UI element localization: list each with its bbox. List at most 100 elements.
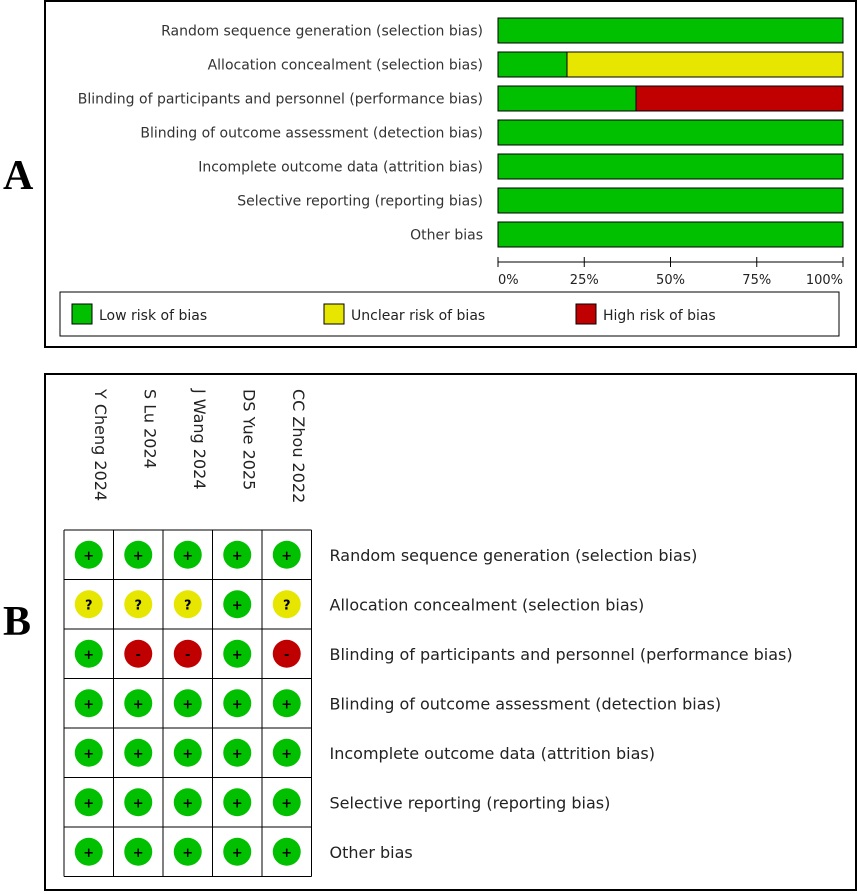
judgement-symbol: + [182,549,193,564]
risk-judgement-low [223,738,252,767]
judgement-symbol: + [232,747,243,762]
risk-judgement-low [124,837,153,866]
study-label: CC Zhou 2022 [289,389,308,503]
risk-judgement-unclear [74,590,103,619]
judgement-symbol: + [133,747,144,762]
panel-a-label: A [3,153,34,199]
legend-label: Unclear risk of bias [351,308,485,324]
risk-judgement-low [223,639,252,668]
bar-low-risk-of-bias [497,119,844,146]
judgement-symbol: + [83,796,94,811]
risk-judgement-high [173,639,202,668]
judgement-symbol: + [232,598,243,613]
bar-unclear-risk-of-bias [566,51,844,78]
judgement-symbol: + [133,697,144,712]
category-label: Selective reporting (reporting bias) [237,194,483,210]
study-label: J Wang 2024 [190,388,209,490]
risk-judgement-low [272,738,301,767]
bar-low-risk-of-bias [497,17,844,44]
risk-judgement-unclear [124,590,153,619]
risk-judgement-low [272,540,301,569]
judgement-symbol: ? [85,598,93,613]
x-tick-label: 75% [742,273,771,288]
domain-label: Other bias [330,843,413,862]
panel-b-frame: Y Cheng 2024 S Lu 2024 J Wang 2024 DS Yue 2… [44,373,857,891]
risk-judgement-low [272,788,301,817]
legend-label: High risk of bias [603,308,716,324]
risk-judgement-low [173,837,202,866]
judgement-symbol: + [83,549,94,564]
judgement-symbol: + [281,747,292,762]
bar-low-risk-of-bias [497,187,844,214]
judgement-symbol: + [133,796,144,811]
judgement-symbol: + [182,796,193,811]
judgement-symbol: + [281,796,292,811]
legend-swatch-low-risk-of-bias [71,303,93,325]
risk-judgement-low [272,837,301,866]
bar-low-risk-of-bias [497,153,844,180]
study-label: DS Yue 2025 [239,389,258,490]
judgement-symbol: + [133,846,144,861]
legend-swatch-high-risk-of-bias [575,303,597,325]
judgement-symbol: + [182,697,193,712]
judgement-symbol: + [83,648,94,663]
risk-judgement-low [124,788,153,817]
judgement-symbol: ? [283,598,291,613]
risk-judgement-low [223,540,252,569]
legend-box [59,291,840,337]
risk-judgement-low [173,540,202,569]
risk-judgement-low [223,590,252,619]
judgement-symbol: + [182,846,193,861]
judgement-symbol: - [136,648,141,663]
risk-judgement-low [74,837,103,866]
judgement-symbol: + [281,846,292,861]
risk-judgement-low [74,788,103,817]
panel-a-frame: Random sequence generation (selection bi… [44,0,857,348]
bar-low-risk-of-bias [497,221,844,248]
domain-label: Random sequence generation (selection bi… [330,546,698,565]
risk-judgement-low [74,738,103,767]
judgement-symbol: + [232,846,243,861]
category-label: Random sequence generation (selection bi… [161,24,483,40]
risk-judgement-high [272,639,301,668]
x-tick-label: 25% [570,273,599,288]
domain-label: Selective reporting (reporting bias) [330,793,611,812]
risk-judgement-low [223,689,252,718]
judgement-symbol: + [232,648,243,663]
risk-judgement-low [173,788,202,817]
study-label: S Lu 2024 [140,389,159,469]
study-label: Y Cheng 2024 [91,388,110,501]
bar-high-risk-of-bias [635,85,844,112]
category-label: Incomplete outcome data (attrition bias) [198,160,483,176]
risk-judgement-low [223,788,252,817]
judgement-symbol: + [281,549,292,564]
category-label: Blinding of outcome assessment (detectio… [140,126,483,142]
judgement-symbol: + [133,549,144,564]
risk-judgement-low [124,689,153,718]
category-label: Other bias [410,228,483,244]
risk-judgement-low [74,689,103,718]
panel-b-label: B [3,599,32,645]
judgement-symbol: ? [184,598,192,613]
x-tick-label: 0% [498,273,519,288]
domain-label: Allocation concealment (selection bias) [330,595,645,614]
judgement-symbol: + [232,796,243,811]
judgement-symbol: + [232,697,243,712]
risk-of-bias-graph: Y Cheng 2024 S Lu 2024 J Wang 2024 DS Yue 2… [63,388,793,877]
risk-judgement-low [223,837,252,866]
domain-label: Incomplete outcome data (attrition bias) [330,744,655,763]
x-tick-label: 100% [806,273,843,288]
judgement-symbol: - [185,648,190,663]
risk-judgement-low [74,540,103,569]
risk-judgement-low [272,689,301,718]
risk-judgement-low [173,738,202,767]
bar-low-risk-of-bias [497,51,568,78]
x-tick-label: 50% [656,273,685,288]
legend-swatch-unclear-risk-of-bias [323,303,345,325]
risk-judgement-unclear [173,590,202,619]
category-label: Allocation concealment (selection bias) [208,58,483,74]
judgement-symbol: ? [134,598,142,613]
bar-low-risk-of-bias [497,85,637,112]
legend-label: Low risk of bias [99,308,207,324]
domain-label: Blinding of participants and personnel (… [330,645,793,664]
